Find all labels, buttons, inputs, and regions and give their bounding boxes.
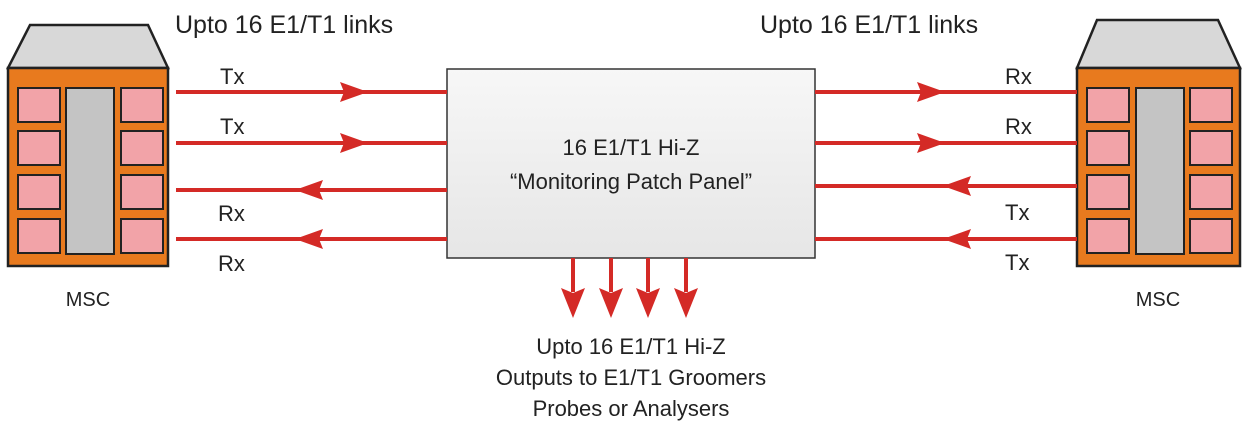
left-slot bbox=[17, 87, 61, 123]
right-slot bbox=[1086, 130, 1130, 166]
left-slot bbox=[17, 218, 61, 254]
right-msc-top bbox=[1075, 18, 1242, 70]
right-slot bbox=[1086, 218, 1130, 254]
arrow-right-icon bbox=[917, 133, 945, 153]
arrow-down-icon bbox=[561, 288, 585, 318]
left-msc bbox=[5, 23, 170, 268]
arrow-down-icon bbox=[636, 288, 660, 318]
right-slot bbox=[1086, 87, 1130, 123]
left-msc-core bbox=[65, 87, 115, 255]
right-slot bbox=[1189, 174, 1233, 210]
right-msc-slots bbox=[1086, 87, 1233, 254]
right-line-label-2: Rx bbox=[1005, 114, 1032, 139]
left-line-label-1: Tx bbox=[220, 64, 244, 89]
left-slot bbox=[17, 174, 61, 210]
left-slot bbox=[120, 174, 164, 210]
right-arrowheads bbox=[917, 82, 971, 249]
left-slot bbox=[120, 130, 164, 166]
right-slot bbox=[1189, 218, 1233, 254]
output-arrows bbox=[561, 258, 698, 318]
arrow-right-icon bbox=[340, 133, 368, 153]
arrow-right-icon bbox=[917, 82, 945, 102]
arrow-down-icon bbox=[674, 288, 698, 318]
left-msc-top bbox=[5, 23, 170, 70]
right-line-label-4: Tx bbox=[1005, 250, 1029, 275]
right-slot bbox=[1086, 174, 1130, 210]
arrow-right-icon bbox=[340, 82, 368, 102]
outputs-line2: Outputs to E1/T1 Groomers bbox=[496, 365, 766, 390]
right-msc-core bbox=[1135, 87, 1185, 255]
panel-title-line1: 16 E1/T1 Hi-Z bbox=[563, 135, 700, 160]
left-line-label-3: Rx bbox=[218, 201, 245, 226]
arrow-left-icon bbox=[295, 180, 323, 200]
left-slot bbox=[120, 87, 164, 123]
outputs-line3: Probes or Analysers bbox=[533, 396, 730, 421]
left-line-label-2: Tx bbox=[220, 114, 244, 139]
left-slot bbox=[120, 218, 164, 254]
arrow-down-icon bbox=[599, 288, 623, 318]
left-line-label-4: Rx bbox=[218, 251, 245, 276]
arrow-left-icon bbox=[943, 176, 971, 196]
right-links-label: Upto 16 E1/T1 links bbox=[760, 11, 978, 39]
left-msc-slots bbox=[17, 87, 164, 254]
right-line-label-3: Tx bbox=[1005, 200, 1029, 225]
outputs-line1: Upto 16 E1/T1 Hi-Z bbox=[536, 334, 726, 359]
right-slot bbox=[1189, 130, 1233, 166]
right-line-label-1: Rx bbox=[1005, 64, 1032, 89]
left-arrowheads bbox=[295, 82, 368, 249]
arrow-left-icon bbox=[943, 229, 971, 249]
left-slot bbox=[17, 130, 61, 166]
right-msc-label: MSC bbox=[1136, 289, 1180, 311]
right-slot bbox=[1189, 87, 1233, 123]
right-msc bbox=[1075, 18, 1242, 268]
patch-panel-box bbox=[446, 68, 816, 259]
left-msc-label: MSC bbox=[66, 289, 110, 311]
arrow-left-icon bbox=[295, 229, 323, 249]
left-links-label: Upto 16 E1/T1 links bbox=[175, 11, 393, 39]
right-links bbox=[815, 90, 1077, 241]
left-links bbox=[176, 90, 447, 241]
panel-title-line2: “Monitoring Patch Panel” bbox=[510, 169, 752, 194]
